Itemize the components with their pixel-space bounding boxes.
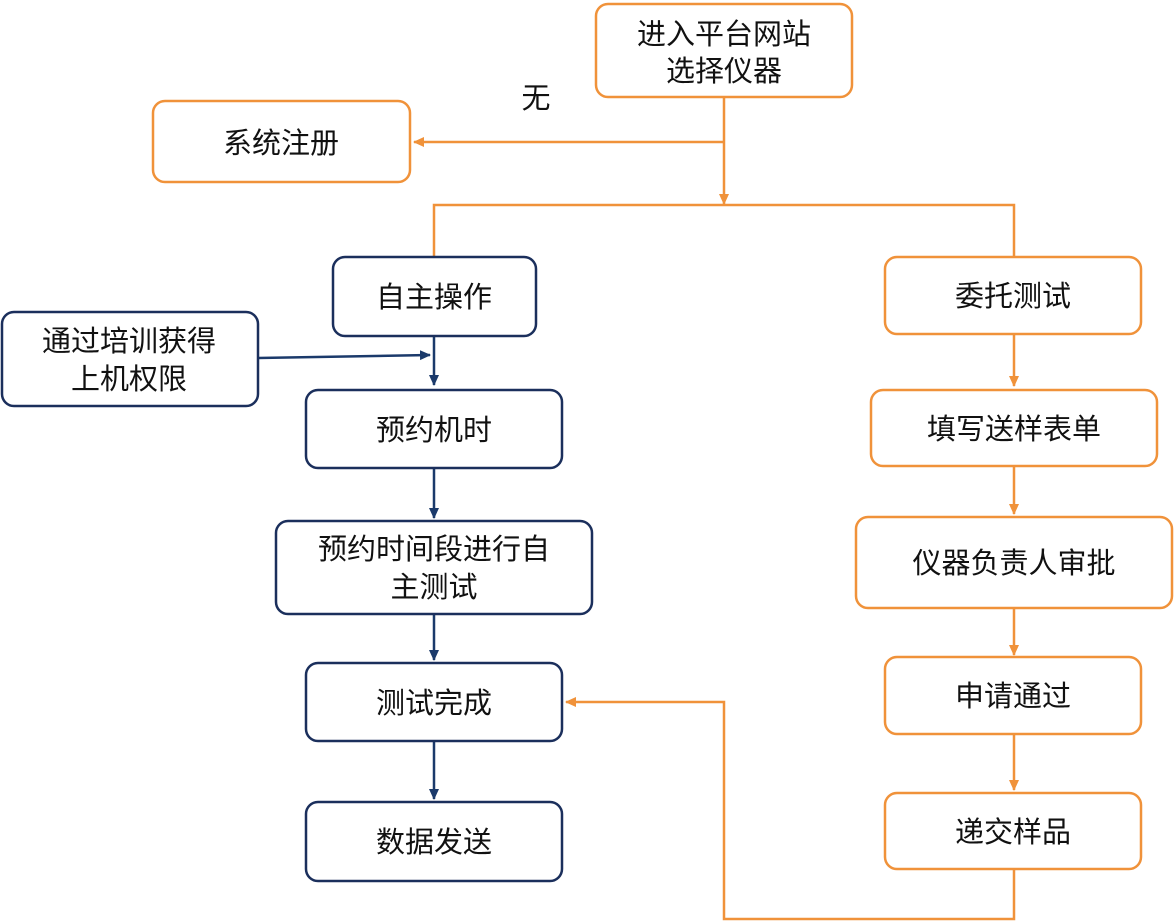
node-book-time-label: 预约机时 xyxy=(376,413,492,447)
node-self-test: 预约时间段进行自 主测试 xyxy=(274,519,594,616)
node-approve-label: 仪器负责人审批 xyxy=(912,546,1115,580)
edge-training-to-flow xyxy=(257,350,431,361)
node-passed-label: 申请通过 xyxy=(955,679,1071,713)
node-fill-form: 填写送样表单 xyxy=(869,388,1159,468)
node-self-test-line1: 预约时间段进行自 xyxy=(318,532,550,566)
node-entrust-test-label: 委托测试 xyxy=(955,279,1071,313)
node-deliver-label: 递交样品 xyxy=(955,815,1071,849)
node-data-send: 数据发送 xyxy=(304,800,564,883)
node-test-done-label: 测试完成 xyxy=(376,686,492,720)
node-training-line2: 上机权限 xyxy=(71,362,187,396)
node-approve: 仪器负责人审批 xyxy=(854,515,1174,610)
node-deliver: 递交样品 xyxy=(883,791,1143,871)
node-register-label: 系统注册 xyxy=(223,126,339,160)
node-training-line1: 通过培训获得 xyxy=(42,324,216,358)
node-enter-site: 进入平台网站 选择仪器 xyxy=(594,2,854,99)
node-self-operate-label: 自主操作 xyxy=(376,280,492,314)
node-self-test-line2: 主测试 xyxy=(390,570,477,604)
node-training: 通过培训获得 上机权限 xyxy=(0,310,260,408)
node-test-done: 测试完成 xyxy=(304,661,564,743)
node-data-send-label: 数据发送 xyxy=(376,825,492,859)
node-entrust-test: 委托测试 xyxy=(883,255,1143,336)
edge-split-branches xyxy=(432,203,1016,257)
connectors-navy xyxy=(257,336,439,800)
connectors-orange xyxy=(413,97,1019,921)
node-book-time: 预约机时 xyxy=(304,388,564,470)
node-fill-form-label: 填写送样表单 xyxy=(927,412,1101,446)
edge-deliver-to-done xyxy=(565,697,1016,921)
node-enter-site-line2: 选择仪器 xyxy=(666,54,782,88)
node-passed: 申请通过 xyxy=(883,655,1143,736)
node-register: 系统注册 xyxy=(151,99,412,184)
node-enter-site-line1: 进入平台网站 xyxy=(637,17,811,51)
node-self-operate: 自主操作 xyxy=(331,255,538,338)
edge-label-no-account: 无 xyxy=(521,81,550,115)
